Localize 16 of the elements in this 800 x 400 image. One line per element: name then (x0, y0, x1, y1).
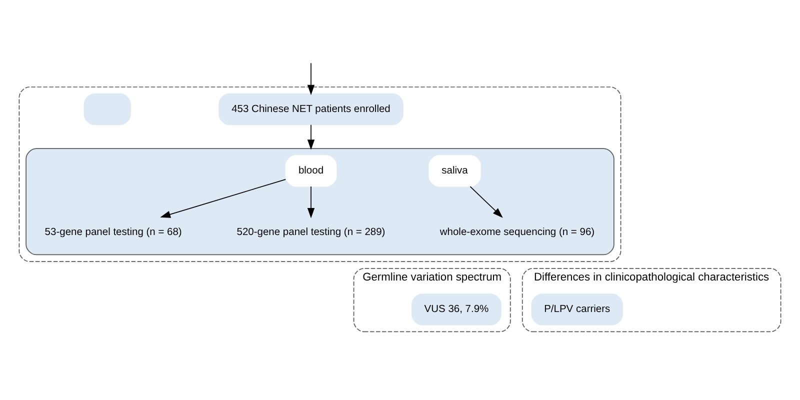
node-box (84, 92, 131, 125)
cluster (26, 148, 614, 255)
node-text: whole-exome sequencing (n = 96) (440, 226, 595, 238)
cluster (18, 86, 622, 262)
arrow (307, 124, 315, 150)
node-box: saliva (428, 154, 481, 186)
node-box: 453 Chinese NET patients enrolled (218, 92, 404, 125)
arrow (307, 186, 315, 218)
node-text: 520-gene panel testing (n = 289) (236, 226, 386, 238)
node-box: VUS 36, 7.9% (412, 293, 502, 325)
arrow (160, 178, 286, 218)
arrow (470, 186, 503, 218)
node-box: blood (285, 154, 337, 186)
node-text: 53-gene panel testing (n = 68) (44, 226, 182, 238)
node-box: P/LPV carriers (531, 293, 623, 325)
arrow (307, 62, 315, 95)
